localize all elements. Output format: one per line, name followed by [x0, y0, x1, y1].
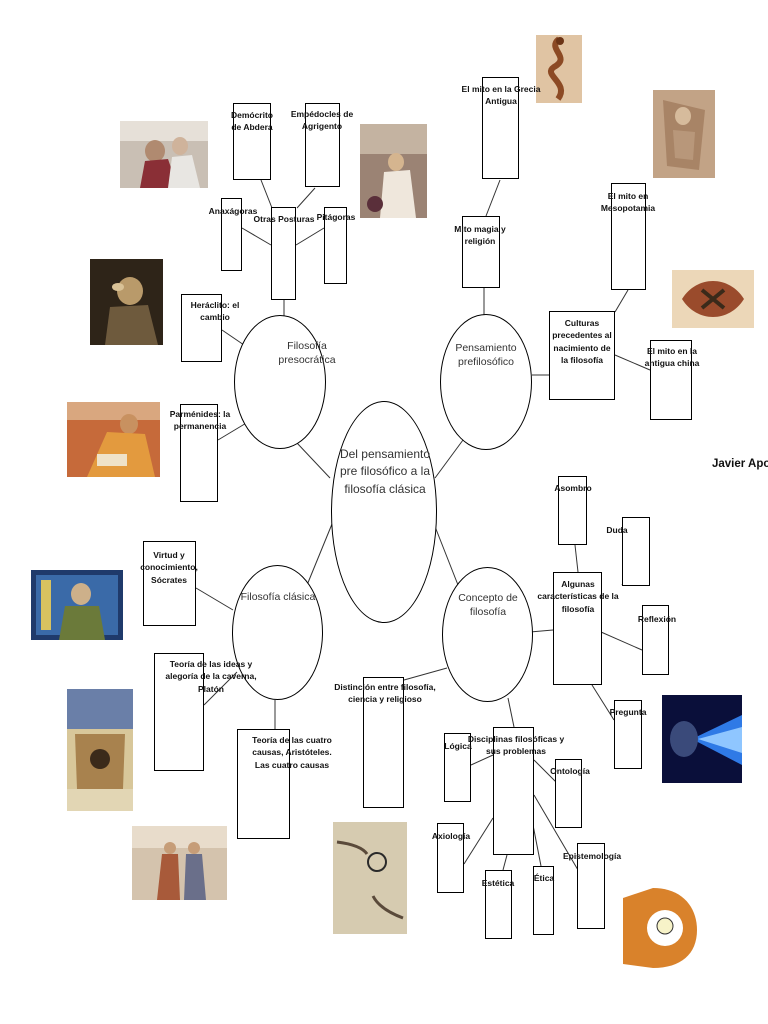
heraclitus-painting-icon	[90, 259, 163, 345]
box-axiologia	[437, 823, 464, 893]
box-cuatro-causas	[237, 729, 290, 839]
box-disciplinas	[493, 727, 534, 855]
label-ontologia: Ontología	[550, 766, 590, 776]
box-culturas	[549, 311, 615, 400]
label-mito-mesopotamia: El mito en Mesopotamia	[600, 191, 656, 214]
school-of-athens-icon	[132, 826, 227, 900]
label-otras-posturas: Otras Posturas	[253, 214, 315, 224]
box-teoria-ideas	[154, 653, 204, 771]
box-empedocles	[305, 103, 340, 187]
box-otras-posturas	[271, 207, 296, 300]
cave-allegory-icon	[67, 689, 133, 811]
box-estetica	[485, 870, 512, 939]
branch-label-prefilosofico: Pensamiento prefilosófico	[455, 342, 517, 368]
label-heraclito: Heráclito: el cambio	[190, 300, 240, 323]
label-duda: Duda	[606, 525, 628, 535]
creation-hands-icon	[333, 822, 407, 934]
box-democrito	[233, 103, 271, 180]
label-mito-china: El mito en la antigua china	[644, 346, 700, 369]
box-mito-china	[650, 340, 692, 420]
box-pitagoras	[324, 207, 347, 284]
box-ontologia	[555, 759, 582, 828]
box-mito-magia	[462, 216, 500, 288]
central-topic-node	[331, 401, 437, 623]
label-empedocles: Empédocles de Agrigento	[290, 109, 354, 132]
label-pregunta: Pregunta	[609, 707, 647, 717]
label-mito-magia: Mito magia y religión	[454, 224, 506, 247]
label-virtud: Virtud y conocimiento, Sócrates	[140, 550, 198, 585]
box-epistemologia	[577, 843, 605, 929]
box-asombro	[558, 476, 587, 545]
branch-node-prefilosofico	[440, 314, 532, 450]
box-pregunta	[614, 700, 642, 769]
chinese-myth-art-icon	[672, 270, 754, 328]
branch-label-presocratica: Filosofía presocrática	[278, 340, 336, 366]
label-anaxagoras: Anaxágoras	[208, 206, 258, 216]
socrates-stained-glass-icon	[31, 570, 123, 640]
label-algunas-caracteristicas: Algunas características de la filosofía	[537, 579, 619, 614]
box-anaxagoras	[221, 198, 242, 271]
label-mito-grecia: El mito en la Grecia Antigua	[461, 84, 541, 107]
pythagoras-painting-icon	[360, 124, 427, 218]
box-distincion	[363, 677, 404, 808]
label-pitagoras: Pitágoras	[316, 212, 356, 222]
box-etica	[533, 866, 554, 935]
author-name: Javier Apo	[712, 458, 768, 470]
label-teoria-ideas: Teoría de las ideas y alegoría de la cav…	[165, 659, 257, 694]
box-logica	[444, 733, 471, 802]
box-reflexion	[642, 605, 669, 675]
label-disciplinas: Disciplinas filosóficas y sus problemas	[467, 734, 565, 757]
box-duda	[622, 517, 650, 586]
branch-label-concepto: Concepto de filosofía	[458, 592, 518, 618]
label-democrito: Demócrito de Abdera	[230, 110, 274, 133]
box-heraclito	[181, 294, 222, 362]
label-axiologia: Axiología	[431, 831, 471, 841]
branch-node-concepto	[442, 567, 533, 702]
label-distincion: Distinción entre filosofía, ciencia y re…	[334, 682, 436, 705]
label-reflexion: Reflexión	[637, 614, 677, 624]
philosophers-painting-icon	[120, 121, 208, 188]
label-culturas: Culturas precedentes al nacimiento de la…	[552, 318, 612, 365]
branch-node-clasica	[232, 565, 323, 700]
parmenides-fresco-icon	[67, 402, 160, 477]
snake-mosaic-icon	[536, 35, 582, 103]
lightbulb-head-icon	[623, 868, 705, 992]
label-epistemologia: Epistemología	[562, 851, 622, 861]
label-cuatro-causas: Teoría de las cuatro causas, Aristóteles…	[252, 735, 332, 770]
central-topic-title: Del pensamiento pre filosófico a la filo…	[339, 447, 431, 496]
box-mito-mesopotamia	[611, 183, 646, 290]
digital-head-icon	[662, 695, 742, 783]
box-parmenides	[180, 404, 218, 502]
box-mito-grecia	[482, 77, 519, 179]
box-virtud	[143, 541, 196, 626]
label-estetica: Estética	[481, 878, 515, 888]
label-asombro: Asombro	[554, 483, 592, 493]
branch-label-clasica: Filosofía clásica	[240, 591, 316, 603]
label-etica: Ética	[533, 873, 555, 883]
mesopotamian-relief-icon	[653, 90, 715, 178]
branch-node-presocratica	[234, 315, 326, 449]
label-logica: Lógica	[444, 741, 472, 751]
box-algunas-caracteristicas	[553, 572, 602, 685]
label-parmenides: Parménides: la permanencia	[169, 409, 231, 432]
